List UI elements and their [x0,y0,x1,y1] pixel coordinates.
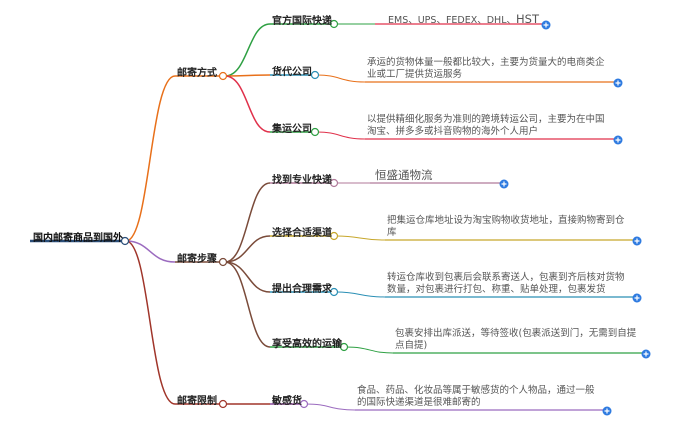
branch-mailing-method[interactable]: 邮寄方式 [177,68,217,79]
node-efficient-transport[interactable]: 享受高效的运输 [272,339,342,350]
plus-icon[interactable] [602,406,612,416]
node-consolidation[interactable]: 集运公司 [272,124,312,135]
node-official-express[interactable]: 官方国际快递 [272,16,332,27]
plus-icon[interactable] [541,20,551,30]
node-sensitive-goods[interactable]: 敏感货 [272,396,302,407]
branch-mailing-restrictions[interactable]: 邮寄限制 [177,396,217,407]
leaf-official-express: EMS、UPS、FEDEX、DHL、HST [388,13,539,27]
plus-icon[interactable] [641,349,651,359]
plus-icon[interactable] [499,179,509,189]
node-find-courier[interactable]: 找到专业快递 [272,175,332,186]
plus-icon[interactable] [613,78,623,88]
leaf-make-request: 转运仓库收到包裹后会联系寄送人，包裹到齐后核对货物数量，对包裹进行打包、称重、贴… [387,272,625,295]
leaf-sensitive-goods: 食品、药品、化妆品等属于敏感货的个人物品，通过一般的国际快递渠道是很难邮寄的 [357,385,595,408]
leaf-freight-forwarder: 承运的货物体量一般都比较大，主要为货量大的电商类企业或工厂提供货运服务 [367,57,605,80]
plus-icon[interactable] [613,135,623,145]
leaf-text: EMS、UPS、FEDEX、DHL、 [388,15,516,26]
branch-mailing-steps[interactable]: 邮寄步骤 [177,254,217,265]
node-choose-channel[interactable]: 选择合适渠道 [272,228,332,239]
leaf-extra: HST [516,12,539,26]
node-make-request[interactable]: 提出合理需求 [272,284,332,295]
plus-icon[interactable] [632,293,642,303]
leaf-choose-channel: 把集运仓库地址设为淘宝购物收货地址，直接购物寄到仓库 [387,215,625,238]
plus-icon[interactable] [632,236,642,246]
node-freight-forwarder[interactable]: 货代公司 [272,67,312,78]
root-node[interactable]: 国内邮寄商品到国外 [33,233,123,244]
leaf-consolidation: 以提供精细化服务为准则的跨境转运公司，主要为在中国淘宝、拼多多或抖音购物的海外个… [367,114,605,137]
leaf-efficient-transport: 包裹安排出库派送，等待签收(包裹派送到门，无需到自提点自提) [395,328,637,351]
leaf-find-courier: 恒盛通物流 [375,168,433,182]
